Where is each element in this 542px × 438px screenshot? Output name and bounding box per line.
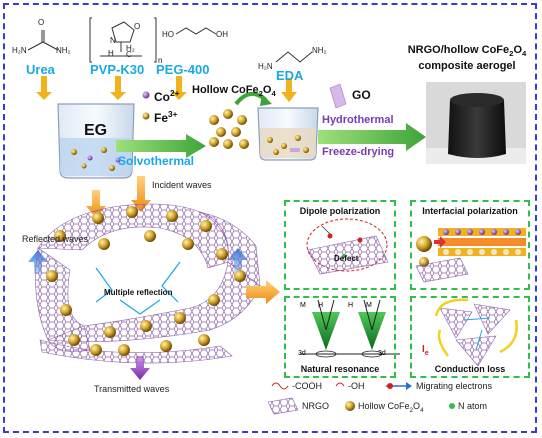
hydrothermal-beaker [257,107,319,161]
eg-beaker [57,103,135,179]
co-ion-icon [142,91,150,99]
pvp-o-label: O [134,22,141,31]
hollow-cofe2o4-label: Hollow CoFe2O4 [192,84,276,99]
legend-cooh-label: -COOH [292,381,322,391]
peg-ho-label: HO [162,30,174,39]
ie-label: Ie [422,344,429,357]
legend-oh-label: -OH [348,381,365,391]
incident-waves-label: Incident waves [152,180,212,190]
solvothermal-arrow [116,134,206,158]
3d-label-left: 3d [298,350,306,357]
defect-label: Defect [334,254,359,263]
legend-oh-icon [335,382,345,387]
reactant-arrows [36,76,187,100]
aerogel-photo [426,82,526,164]
conduction-loss-title: Conduction loss [434,364,506,374]
peg-oh-label: OH [216,30,228,39]
legend-nrgo-label: NRGO [302,401,329,411]
eda-nh2-label: NH₂ [312,46,327,55]
legend-cooh-icon [271,382,289,390]
eda-h2n-label: H₂N [258,62,273,71]
pvp-h-label: H [108,49,114,58]
legend-n-atom-label: N atom [458,401,488,411]
dipole-polarization-panel: Dipole polarization Defect [284,200,396,290]
legend-hollow-icon [345,401,355,411]
urea-label: Urea [26,62,55,77]
fe-ion-label: Fe3+ [154,109,178,125]
eda-label: EDA [276,68,304,83]
solvothermal-label: Solvothermal [118,154,195,168]
nrgo-spheres [46,206,246,356]
incident-arrow-right [131,176,151,212]
reflected-waves-label: Reflected waves [22,234,89,244]
natural-resonance-panel: M H H M 3d 3d Natural resonance [284,296,396,378]
urea-o-label: O [38,18,45,27]
legend-migrating-label: Migrating electrons [416,381,493,391]
pvp-h2-label: H₂ [126,44,135,53]
h-label-right: H [348,302,354,309]
urea-h2n-label: H₂N [12,46,27,55]
hydrothermal-arrow [318,123,426,151]
resonance-art [300,299,400,358]
pvp-n-subscript: n [158,56,163,65]
multiple-reflection-label: Multiple reflection [104,288,173,297]
transmitted-arrow [130,356,150,380]
co-ion-label: Co2+ [154,88,180,104]
peg-label: PEG-400 [156,62,210,77]
interfacial-polarization-panel: Interfacial polarization [410,200,530,290]
m-label-left: M [300,302,306,309]
hydrothermal-label: Hydrothermal [322,114,394,126]
go-label: GO [352,88,371,102]
dipole-polarization-title: Dipole polarization [299,206,381,216]
legend-n-atom-icon [449,403,455,409]
product-title-line2: composite aerogel [418,60,516,72]
eg-label: EG [84,122,108,139]
product-title-line1: NRGO/hollow CoFe2O4 [407,44,527,59]
natural-resonance-title: Natural resonance [300,364,380,374]
3d-label-right: 3d [378,350,386,357]
figure-frame [3,3,537,433]
urea-structure [27,30,59,51]
pvp-c-label: C [126,50,132,59]
multiple-reflection-arrows [95,261,181,315]
interfacial-art [415,228,526,283]
hollow-spheres-cluster [209,109,249,149]
conduction-loss-panel: Ie Conduction loss [410,296,530,378]
dipole-art [306,218,389,275]
peg-structure [175,27,217,35]
interfacial-polarization-title: Interfacial polarization [422,206,518,216]
legend-hollow-label: Hollow CoFe2O4 [358,401,424,414]
pvp-structure [89,17,157,63]
conduction-art [434,298,518,367]
freeze-drying-label: Freeze-drying [322,146,395,158]
eda-structure [275,51,313,63]
legend-electron-icon [386,382,412,390]
pvp-label: PVP-K30 [90,62,145,77]
h-label-left: H [318,302,324,309]
go-icon [329,83,347,109]
m-label-right: M [366,302,372,309]
pvp-n-label: N [110,36,116,45]
legend-nrgo-icon [267,397,299,415]
to-mechanisms-arrow [246,280,280,304]
fe-ion-icon [142,112,150,120]
eda-arrow [281,78,297,102]
transmitted-waves-label: Transmitted waves [94,384,170,394]
urea-nh2-label: NH₂ [56,46,71,55]
